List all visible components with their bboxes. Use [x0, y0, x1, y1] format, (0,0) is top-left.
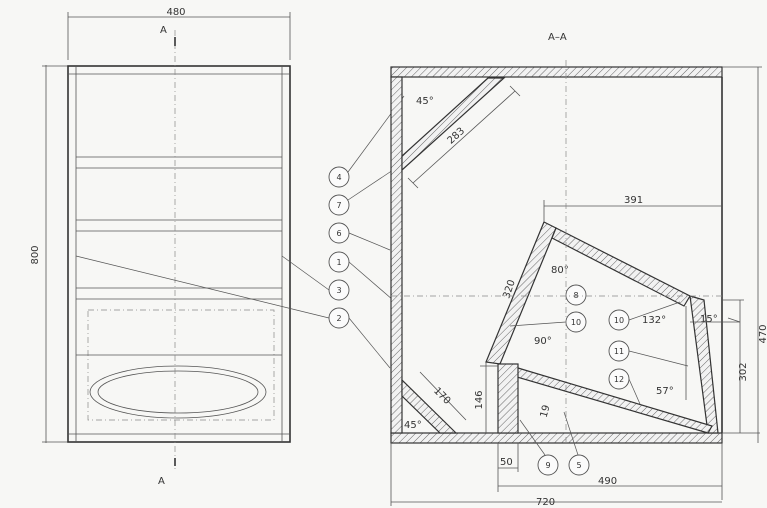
- top-wall: [390, 66, 723, 78]
- angle-45-bottom: 45°: [404, 420, 422, 431]
- svg-text:4: 4: [336, 173, 341, 182]
- callout-10-b: 10: [608, 309, 630, 331]
- svg-text:2: 2: [336, 314, 341, 323]
- chamber-post: [497, 363, 519, 434]
- callout-9: 9: [537, 454, 559, 476]
- front-height-dim: 800: [30, 245, 41, 264]
- chamber-right-wall: [689, 295, 719, 434]
- svg-text:1: 1: [336, 258, 341, 267]
- slanted-bottom-panel: [401, 378, 458, 434]
- callout-4: 4: [328, 166, 350, 188]
- angle-57: 57°: [656, 386, 674, 397]
- dim-470: 470: [758, 324, 767, 343]
- left-wall: [390, 76, 403, 434]
- callout-5: 5: [568, 454, 590, 476]
- chamber-top-wall: [551, 227, 691, 307]
- callout-11: 11: [608, 340, 630, 362]
- callout-12: 12: [608, 368, 630, 390]
- callout-7: 7: [328, 194, 350, 216]
- front-port-ellipse: [89, 365, 267, 419]
- svg-text:7: 7: [336, 201, 341, 210]
- callout-10-a: 10: [565, 311, 587, 333]
- dim-490: 490: [598, 476, 617, 487]
- dim-50: 50: [500, 457, 513, 468]
- dim-302: 302: [738, 362, 749, 381]
- bottom-wall: [390, 432, 723, 444]
- callout-2: 2: [328, 307, 350, 329]
- dim-720: 720: [536, 497, 555, 508]
- angle-132: 132°: [642, 315, 666, 326]
- svg-text:11: 11: [614, 347, 624, 356]
- callout-6: 6: [328, 222, 350, 244]
- section-label-top: A: [160, 25, 167, 36]
- svg-text:3: 3: [336, 286, 341, 295]
- section-label-bottom: A: [158, 476, 165, 487]
- chamber-base-panel: [499, 363, 713, 434]
- front-cabinet-outline: [67, 65, 291, 443]
- svg-text:6: 6: [336, 229, 341, 238]
- front-view: 480 800 A A: [30, 7, 291, 487]
- callout-8: 8: [565, 284, 587, 306]
- front-width-dim: 480: [166, 7, 185, 18]
- section-title: A–A: [548, 32, 567, 43]
- angle-90: 90°: [534, 336, 552, 347]
- section-view: A–A 283 45° 170 45° 391 320 80° 90° 132°: [390, 32, 767, 508]
- slanted-top-panel: [401, 77, 506, 172]
- dim-391: 391: [624, 195, 643, 206]
- dim-146: 146: [474, 390, 485, 409]
- svg-text:10: 10: [571, 318, 581, 327]
- svg-text:10: 10: [614, 316, 624, 325]
- callout-column: 4 7 6 1 3 2: [75, 95, 415, 369]
- dim-170: 170: [431, 386, 452, 407]
- svg-text:5: 5: [576, 461, 581, 470]
- svg-text:8: 8: [573, 291, 578, 300]
- angle-80: 80°: [551, 265, 569, 276]
- dim-19: 19: [539, 404, 553, 419]
- svg-text:9: 9: [545, 461, 550, 470]
- callout-1: 1: [328, 251, 350, 273]
- dim-283: 283: [446, 126, 468, 147]
- svg-text:12: 12: [614, 375, 624, 384]
- callout-3: 3: [328, 279, 350, 301]
- angle-15: 15°: [700, 314, 718, 325]
- angle-45-top: 45°: [416, 96, 434, 107]
